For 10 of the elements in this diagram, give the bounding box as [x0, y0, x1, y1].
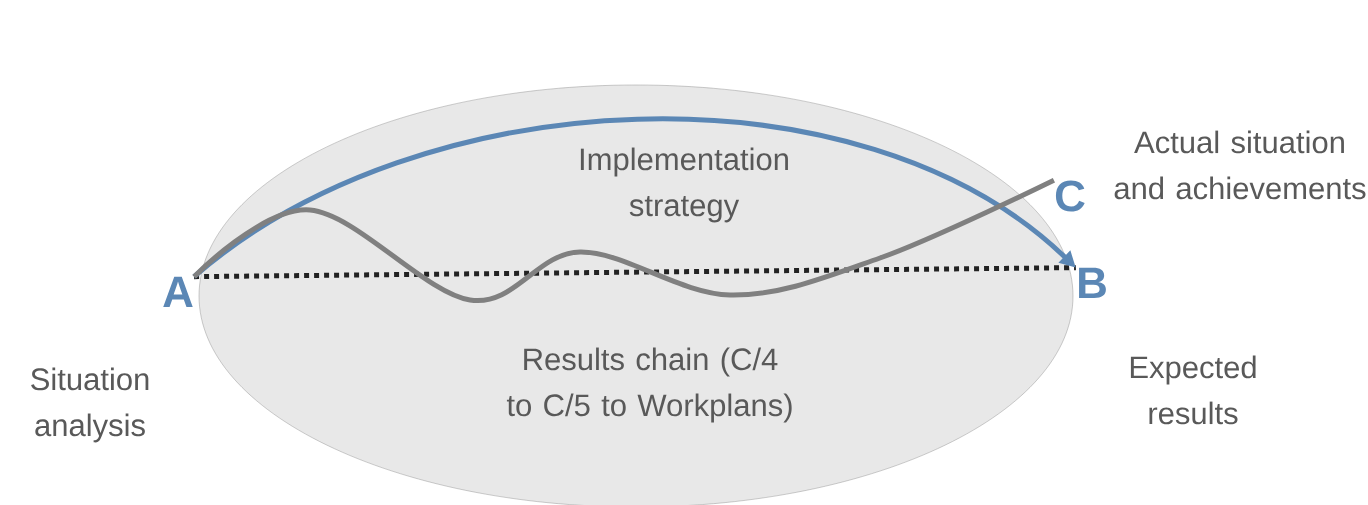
ellipse-text: Implementation strategy	[580, 147, 788, 223]
point-caption: Situation analysis	[31, 367, 149, 443]
connector	[194, 265, 1076, 280]
point-caption: Expected results	[1130, 355, 1256, 425]
connector	[192, 177, 1055, 303]
ellipse-text: Results chain (C/4 to C/5 to Workplans)	[506, 347, 792, 423]
point-letter: B	[1079, 267, 1106, 299]
point-caption: Actual situation and achievements	[1114, 130, 1366, 200]
point-letter: A	[163, 276, 193, 308]
point-letter: C	[1055, 180, 1085, 212]
